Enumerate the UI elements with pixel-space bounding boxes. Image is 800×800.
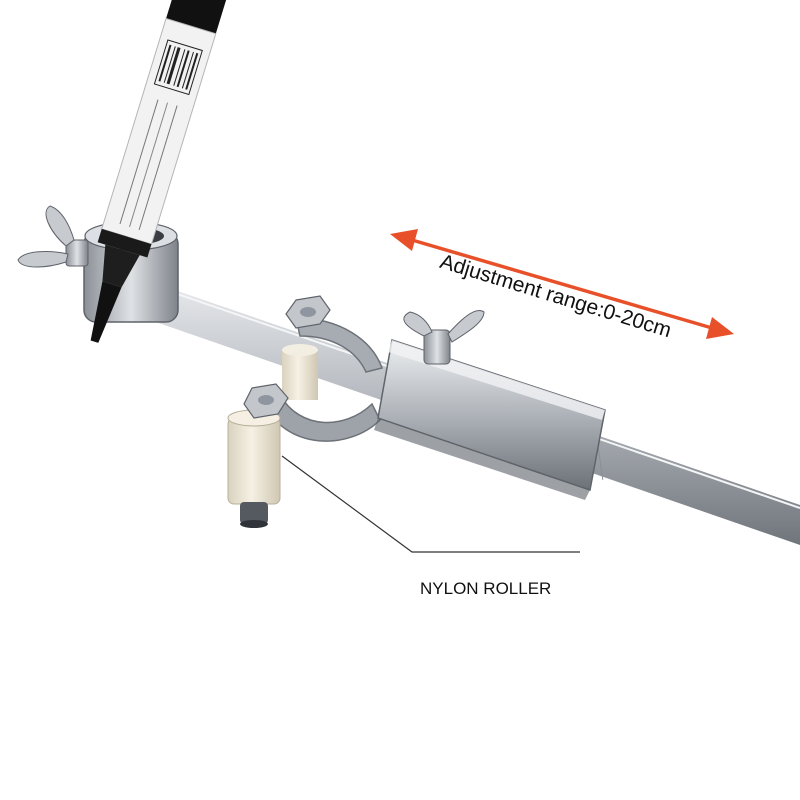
front-nylon-roller — [227, 409, 281, 528]
callout-leader-line — [281, 455, 580, 553]
crescent-bracket — [260, 317, 383, 442]
nylon-roller-label: NYLON ROLLER — [420, 579, 552, 598]
marker-pen-icon — [90, 0, 234, 343]
rear-nylon-roller — [282, 344, 318, 400]
adjustment-range-arrow — [390, 229, 734, 339]
sliding-sleeve — [374, 339, 606, 500]
front-hex-nut-icon — [243, 383, 289, 419]
hex-nut-icon — [285, 295, 331, 329]
sleeve-wing-nut-icon — [403, 310, 485, 365]
collar-wing-nut-icon — [17, 205, 89, 268]
